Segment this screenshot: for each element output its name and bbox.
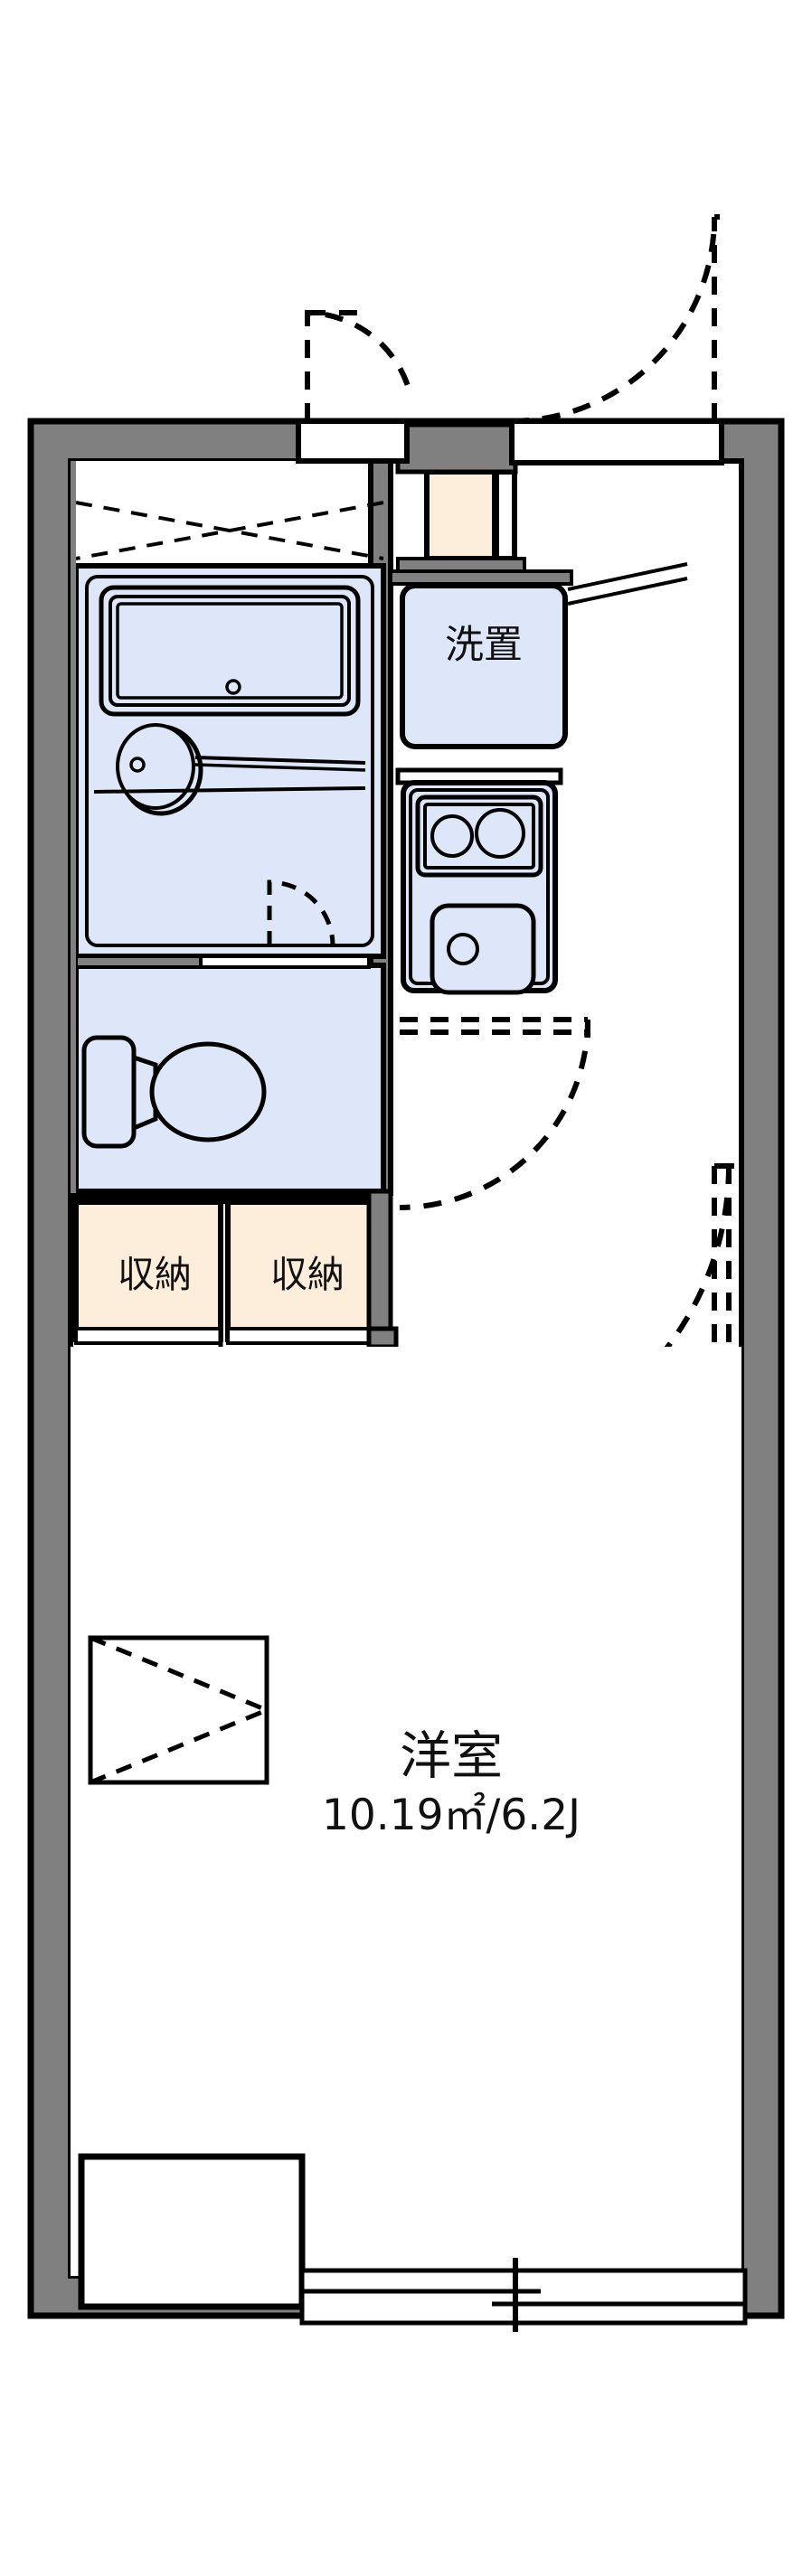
storage-closets	[71, 1191, 391, 1347]
wet-zone-left-wall	[71, 461, 76, 1193]
ceiling-hatch-lines	[75, 501, 384, 560]
toilet-fixture	[81, 1035, 267, 1149]
storage-right-label: 収納	[270, 1253, 345, 1296]
bath-door[interactable]	[267, 879, 335, 946]
storage-left-label: 収納	[118, 1253, 192, 1296]
main-room-area	[71, 1347, 741, 2276]
washbasin	[116, 723, 203, 816]
lower-left-alcove	[78, 2153, 306, 2310]
upper-left-door[interactable]	[296, 309, 411, 464]
kitchen-sink	[430, 903, 536, 995]
balcony-sliding-window[interactable]	[299, 2258, 748, 2332]
bath-toilet-divider	[74, 954, 371, 969]
bathtub	[99, 585, 361, 717]
hall-door-to-room[interactable]	[399, 1017, 590, 1210]
washing-machine-label: 洗置	[445, 623, 523, 668]
genkan-entrance	[395, 422, 526, 573]
washing-machine-area	[389, 562, 688, 749]
room-closet[interactable]	[88, 1635, 269, 1785]
hall-wall-stub	[366, 1189, 399, 1349]
main-room-area: 10.19㎡/6.2J	[322, 1791, 581, 1840]
toilet-room	[73, 963, 386, 1194]
entrance-door[interactable]	[509, 214, 724, 465]
gas-stove	[415, 794, 543, 878]
unit-bath	[73, 563, 386, 959]
main-room-name: 洋室	[400, 1726, 503, 1786]
kitchen	[395, 767, 563, 995]
